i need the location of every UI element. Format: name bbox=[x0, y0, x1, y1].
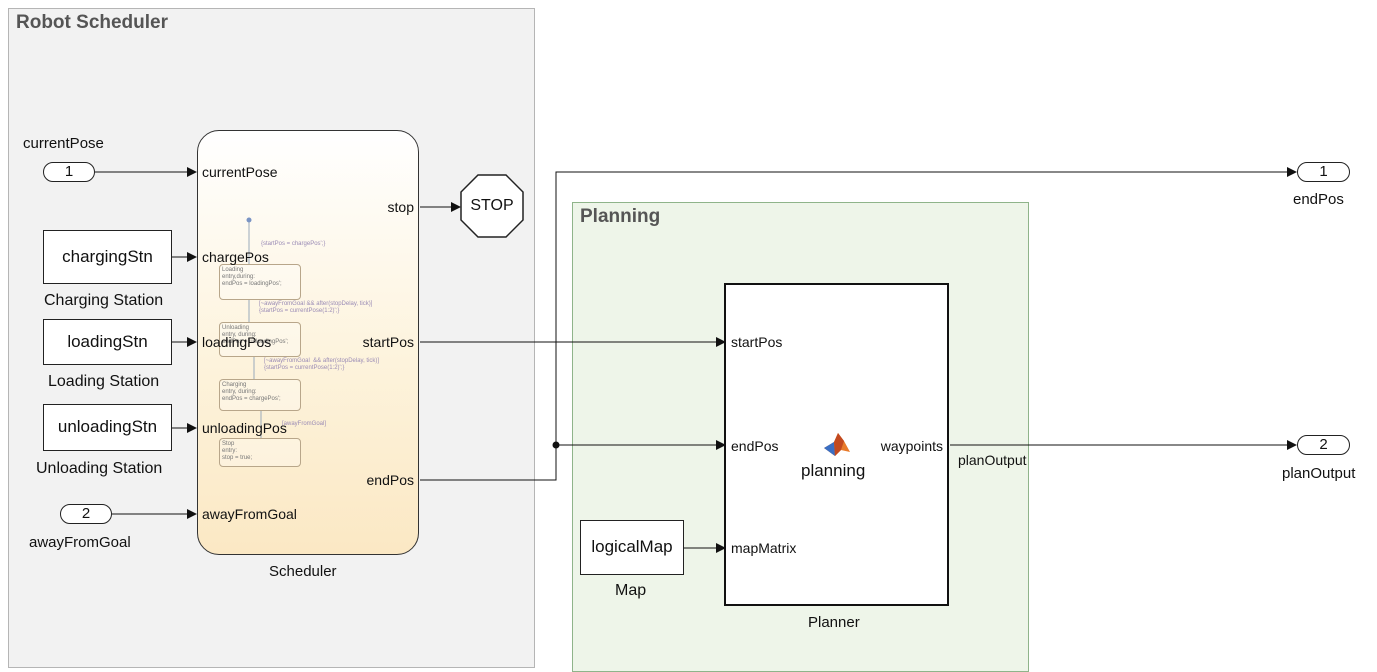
loading-station-constant[interactable]: loadingStn bbox=[43, 319, 172, 365]
scheduler-input-loadingpos: loadingPos bbox=[202, 334, 272, 350]
matlab-logo-icon bbox=[824, 433, 850, 456]
planner-input-mapmatrix: mapMatrix bbox=[731, 540, 797, 556]
robot-scheduler-area-title: Robot Scheduler bbox=[16, 12, 169, 33]
planner-block-name: Planner bbox=[808, 614, 860, 631]
outport-1-label: endPos bbox=[1293, 191, 1344, 208]
unloading-station-label: Unloading Station bbox=[36, 460, 163, 477]
chart-init-action: {startPos = chargePos';} bbox=[261, 241, 326, 247]
outport-2-planoutput[interactable]: 2 bbox=[1297, 435, 1350, 455]
state-stop[interactable]: Stop entry: stop = true; bbox=[219, 438, 301, 467]
state-loading[interactable]: Loading entry,during: endPos = loadingPo… bbox=[219, 264, 301, 300]
planner-input-startpos: startPos bbox=[731, 334, 783, 350]
wire-endpos bbox=[420, 167, 1297, 481]
branch-point bbox=[552, 441, 560, 449]
scheduler-input-chargepos: chargePos bbox=[202, 249, 269, 265]
inport-2-awayfromgoal[interactable]: 2 bbox=[60, 504, 112, 524]
stop-block[interactable] bbox=[459, 174, 525, 238]
planner-output-waypoints: waypoints bbox=[880, 438, 943, 454]
scheduler-input-unloadingpos: unloadingPos bbox=[202, 420, 287, 436]
transition-2-label: [~awayFromGoal && after(stopDelay, tick)… bbox=[264, 358, 380, 371]
map-label: Map bbox=[615, 582, 647, 599]
inport-1-label: currentPose bbox=[23, 135, 104, 152]
stop-block-label: STOP bbox=[470, 197, 514, 214]
unloading-station-constant[interactable]: unloadingStn bbox=[43, 404, 172, 451]
scheduler-block-name: Scheduler bbox=[269, 563, 337, 580]
transition-1-label: [~awayFromGoal && after(stopDelay, tick)… bbox=[259, 301, 373, 314]
scheduler-output-endpos: endPos bbox=[366, 472, 414, 488]
scheduler-input-awayfromgoal: awayFromGoal bbox=[202, 506, 297, 522]
scheduler-input-currentpose: currentPose bbox=[202, 164, 278, 180]
inport-2-label: awayFromGoal bbox=[29, 534, 131, 551]
scheduler-output-stop: stop bbox=[387, 199, 414, 215]
scheduler-output-startpos: startPos bbox=[362, 334, 414, 350]
planner-input-endpos: endPos bbox=[731, 438, 779, 454]
outport-1-endpos[interactable]: 1 bbox=[1297, 162, 1350, 182]
state-charging[interactable]: Charging entry, during: endPos = chargeP… bbox=[219, 379, 301, 411]
planner-function-name: planning bbox=[801, 461, 866, 480]
scheduler-block[interactable] bbox=[197, 130, 419, 555]
transition-3-label: [awayFromGoal] bbox=[282, 421, 327, 427]
outport-2-label: planOutput bbox=[1282, 465, 1356, 482]
planning-area-title: Planning bbox=[580, 206, 661, 227]
charging-station-label: Charging Station bbox=[44, 292, 164, 309]
loading-station-label: Loading Station bbox=[48, 373, 160, 390]
charging-station-constant[interactable]: chargingStn bbox=[43, 230, 172, 284]
map-constant[interactable]: logicalMap bbox=[580, 520, 684, 575]
signal-label-planoutput: planOutput bbox=[958, 452, 1027, 468]
state-unloading[interactable]: Unloading entry, during: endPos = unload… bbox=[219, 322, 301, 357]
inport-1-currentpose[interactable]: 1 bbox=[43, 162, 95, 182]
